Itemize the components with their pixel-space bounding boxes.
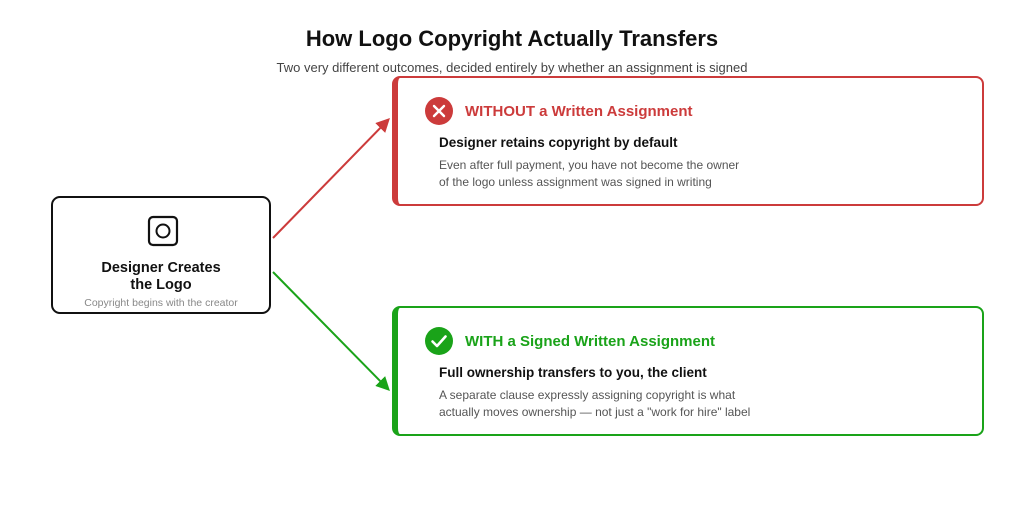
diagram-subtitle: Two very different outcomes, decided ent… <box>276 60 748 75</box>
outcome-description: A separate clause expressly assigning co… <box>439 387 750 421</box>
source-node: Designer Creates the Logo Copyright begi… <box>51 196 271 314</box>
outcome-subheading: Designer retains copyright by default <box>439 135 678 150</box>
outcome-with-assignment: WITH a Signed Written Assignment Full ow… <box>392 306 984 436</box>
square-circle-icon <box>147 215 179 247</box>
outcome-desc-line1: A separate clause expressly assigning co… <box>439 388 736 402</box>
outcome-subheading: Full ownership transfers to you, the cli… <box>439 365 707 380</box>
source-title-line2: the Logo <box>130 277 192 293</box>
outcome-heading: WITH a Signed Written Assignment <box>465 333 716 350</box>
outcome-desc-line2: actually moves ownership — not just a "w… <box>439 405 751 419</box>
outcome-desc-line2: of the logo unless assignment was signed… <box>439 175 712 189</box>
source-node-title: Designer Creates the Logo <box>53 260 269 294</box>
arrow-to-with <box>272 271 390 391</box>
outcome-desc-line1: Even after full payment, you have not be… <box>439 158 740 172</box>
outcome-without-assignment: WITHOUT a Written Assignment Designer re… <box>392 76 984 206</box>
x-circle-icon <box>425 97 453 125</box>
source-node-caption: Copyright begins with the creator <box>84 297 238 309</box>
source-title-line1: Designer Creates <box>101 260 221 276</box>
outcome-description: Even after full payment, you have not be… <box>439 157 739 191</box>
outcome-heading: WITHOUT a Written Assignment <box>465 103 693 120</box>
check-circle-icon <box>425 327 453 355</box>
arrow-to-without <box>272 117 390 239</box>
diagram-title: How Logo Copyright Actually Transfers <box>305 26 719 51</box>
